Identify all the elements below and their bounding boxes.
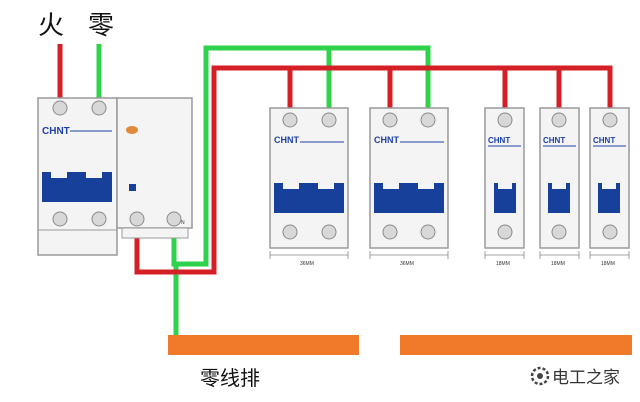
breaker-2-width: 36MM (400, 261, 414, 267)
gear-icon (530, 366, 550, 386)
breaker-3-dimension: 18MM (484, 251, 525, 267)
second-busbar (400, 335, 632, 355)
breaker-5-toggle[interactable] (598, 183, 620, 213)
neutral-busbar (168, 335, 359, 355)
breaker-2: CHNT (369, 107, 449, 249)
main-breaker: CHNT (37, 97, 118, 256)
breaker-5-width: 18MM (601, 261, 615, 267)
leakage-module: N (116, 97, 193, 239)
breaker-1-width: 36MM (300, 261, 314, 267)
breaker-4: CHNT (539, 107, 580, 249)
neutral-wires (96, 44, 431, 342)
neutral-main-bus (171, 45, 431, 267)
breaker-5: CHNT (589, 107, 630, 249)
live-wires (57, 44, 613, 275)
breaker-2-dimension: 36MM (369, 251, 449, 267)
breaker-1-brand: CHNT (274, 135, 299, 145)
indicator-window (129, 184, 136, 191)
breaker-4-width: 18MM (551, 261, 565, 267)
terminal-n-label: N (181, 220, 185, 226)
main-breaker-brand: CHNT (42, 126, 70, 137)
breaker-2-brand: CHNT (374, 135, 399, 145)
breaker-3: CHNT (484, 107, 525, 249)
breaker-5-dimension: 18MM (589, 251, 630, 267)
live-main-bus (134, 65, 613, 275)
breaker-4-toggle[interactable] (548, 183, 570, 213)
test-button[interactable] (126, 126, 138, 134)
breaker-3-toggle[interactable] (494, 183, 516, 213)
breaker-3-width: 18MM (496, 261, 510, 267)
breaker-3-brand: CHNT (488, 136, 510, 145)
breaker-5-brand: CHNT (593, 136, 615, 145)
breaker-4-dimension: 18MM (539, 251, 580, 267)
neutral-bar-label: 零线排 (200, 366, 260, 390)
breaker-1-dimension: 36MM (269, 251, 349, 267)
live-label: 火 (38, 11, 64, 41)
breaker-4-brand: CHNT (543, 136, 565, 145)
neutral-label: 零 (88, 11, 114, 41)
breaker-1: CHNT (269, 107, 349, 249)
watermark-text: 电工之家 (552, 368, 620, 388)
